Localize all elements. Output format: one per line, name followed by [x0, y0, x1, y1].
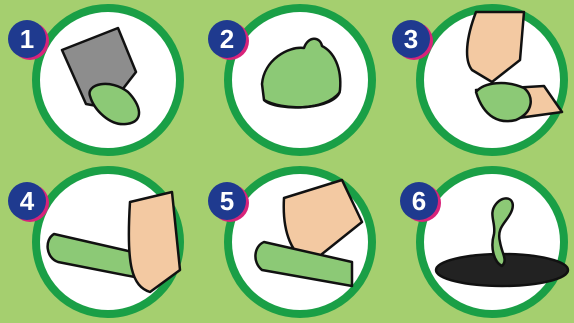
step-3: 3 [384, 0, 574, 161]
step-number-badge: 2 [208, 20, 246, 58]
step-4: 4 [0, 162, 190, 323]
step-6: 6 [384, 162, 574, 323]
step-number-badge: 1 [8, 20, 46, 58]
step-number-badge: 5 [208, 182, 246, 220]
step-2: 2 [192, 0, 382, 161]
step-1: 1 [0, 0, 190, 161]
step-number-badge: 3 [392, 20, 430, 58]
step-number-badge: 6 [400, 182, 438, 220]
step-5: 5 [192, 162, 382, 323]
step-number-badge: 4 [8, 182, 46, 220]
